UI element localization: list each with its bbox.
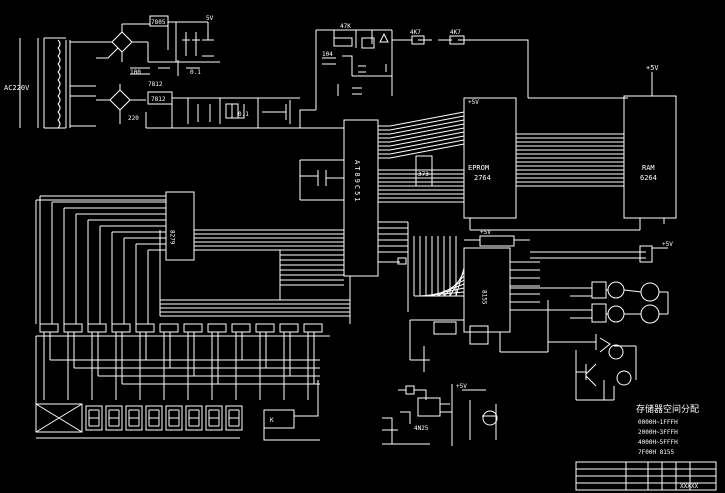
address-line (389, 135, 465, 151)
cap-value-2: 0.1 (190, 69, 201, 76)
address-line (389, 139, 465, 155)
oscillator (299, 159, 344, 201)
power-supply-section: AC220V 7805 5V 100 0.1 7812 7812 220 0. (4, 15, 300, 129)
mcu-chip: AT89C51 (343, 119, 379, 277)
seven-seg-digit (205, 405, 223, 431)
address-line (389, 115, 465, 131)
output-stage: +5V (510, 241, 673, 324)
input-circuit: 4N25 +5V (382, 383, 498, 446)
eprom-chip: EPROM 2764 +5V (463, 97, 517, 219)
display-decoder-chip: 8279 (165, 191, 195, 261)
rectifier-top: 7805 5V 100 0.1 7812 (96, 15, 220, 88)
driver-chip (39, 323, 59, 333)
seven-seg-digit (105, 405, 123, 431)
cap-value-3: 220 (128, 115, 139, 122)
rc-label-1: 4K7 (410, 29, 421, 36)
out-voltage-label: 5V (206, 15, 214, 22)
memory-map-line-3: 4000H~5FFFH (638, 439, 678, 446)
crystal-block (433, 321, 457, 335)
driver-chip (303, 323, 323, 333)
input-vcc: +5V (456, 383, 467, 390)
driver-chip (87, 323, 107, 333)
opto-section (548, 334, 637, 401)
interface-vcc: +5V (480, 229, 491, 236)
decoder-label: 8279 (169, 230, 176, 245)
memory-map-line-1: 0000H~1FFFH (638, 419, 678, 426)
driver-chip (135, 323, 155, 333)
switch-block (469, 325, 489, 345)
seven-seg-digit (185, 405, 203, 431)
rectifier-bottom: 7812 220 0.1 (96, 84, 300, 129)
cap-value-4: 0.1 (238, 111, 249, 118)
ram-label: RAM (642, 164, 655, 172)
address-line (389, 127, 465, 143)
seven-segment-display-row (35, 403, 243, 439)
driver-bank (35, 323, 330, 404)
relay-block: K (263, 380, 320, 441)
eprom-vcc: +5V (468, 99, 479, 106)
address-line (389, 143, 465, 159)
memory-map-notes: 存储器空间分配 0000H~1FFFH 2000H~3FFFH 4000H~5F… (636, 403, 699, 456)
interface-wiring (409, 261, 549, 372)
driver-chip (183, 323, 203, 333)
address-data-bus (378, 111, 665, 312)
driver-chip (279, 323, 299, 333)
seven-seg-digit (85, 405, 103, 431)
mcu-label: AT89C51 (353, 160, 361, 204)
address-line (389, 119, 465, 135)
address-line (389, 123, 465, 139)
seven-seg-digit (145, 405, 163, 431)
interface-label: 8155 (481, 290, 488, 305)
driver-chip (207, 323, 227, 333)
title-stamp: XXXXX (680, 483, 698, 490)
transformer: AC220V (4, 37, 96, 129)
pull-resistor (397, 257, 407, 265)
driver-chip (63, 323, 83, 333)
ram-vcc: +5V (646, 64, 659, 72)
display-bus-wiring (35, 195, 351, 324)
relay-label: K (270, 417, 274, 424)
ram-chip: RAM 6264 +5V (623, 64, 677, 219)
address-line (389, 131, 465, 147)
eprom-part: 2764 (474, 174, 491, 182)
display-frame (35, 403, 83, 433)
filter-cap-label: 104 (322, 51, 333, 58)
output-vcc: +5V (662, 241, 673, 248)
reset-filter-section: 47K 104 4K7 4K7 (299, 23, 628, 129)
regulator-top-label: 7805 (151, 19, 166, 26)
filter-resistor-label: 47K (340, 23, 351, 30)
driver-chip (159, 323, 179, 333)
driver-chip (111, 323, 131, 333)
driver-chip (255, 323, 275, 333)
interface-chip: 8155 +5V (463, 229, 530, 333)
driver-chip (231, 323, 251, 333)
seven-seg-digit (125, 405, 143, 431)
ram-part: 6264 (640, 174, 657, 182)
transformer-label: AC220V (4, 84, 30, 92)
display-cross (35, 403, 83, 433)
eprom-label: EPROM (468, 164, 489, 172)
seven-seg-digit (165, 405, 183, 431)
cap-value-1: 100 (130, 69, 141, 76)
port-line (455, 267, 465, 297)
opto-chip-label: 4N25 (414, 425, 429, 432)
rc-label-2: 4K7 (450, 29, 461, 36)
regulator-bottom-label: 7812 (151, 96, 166, 103)
memory-map-line-2: 2000H~3FFFH (638, 429, 678, 436)
memory-map-line-4: 7F00H 8155 (638, 449, 675, 456)
seven-seg-digit (225, 405, 243, 431)
regulator-mid-label: 7812 (148, 81, 163, 88)
memory-map-heading: 存储器空间分配 (636, 403, 699, 415)
title-block: XXXXX (575, 461, 717, 491)
address-line (389, 111, 465, 127)
